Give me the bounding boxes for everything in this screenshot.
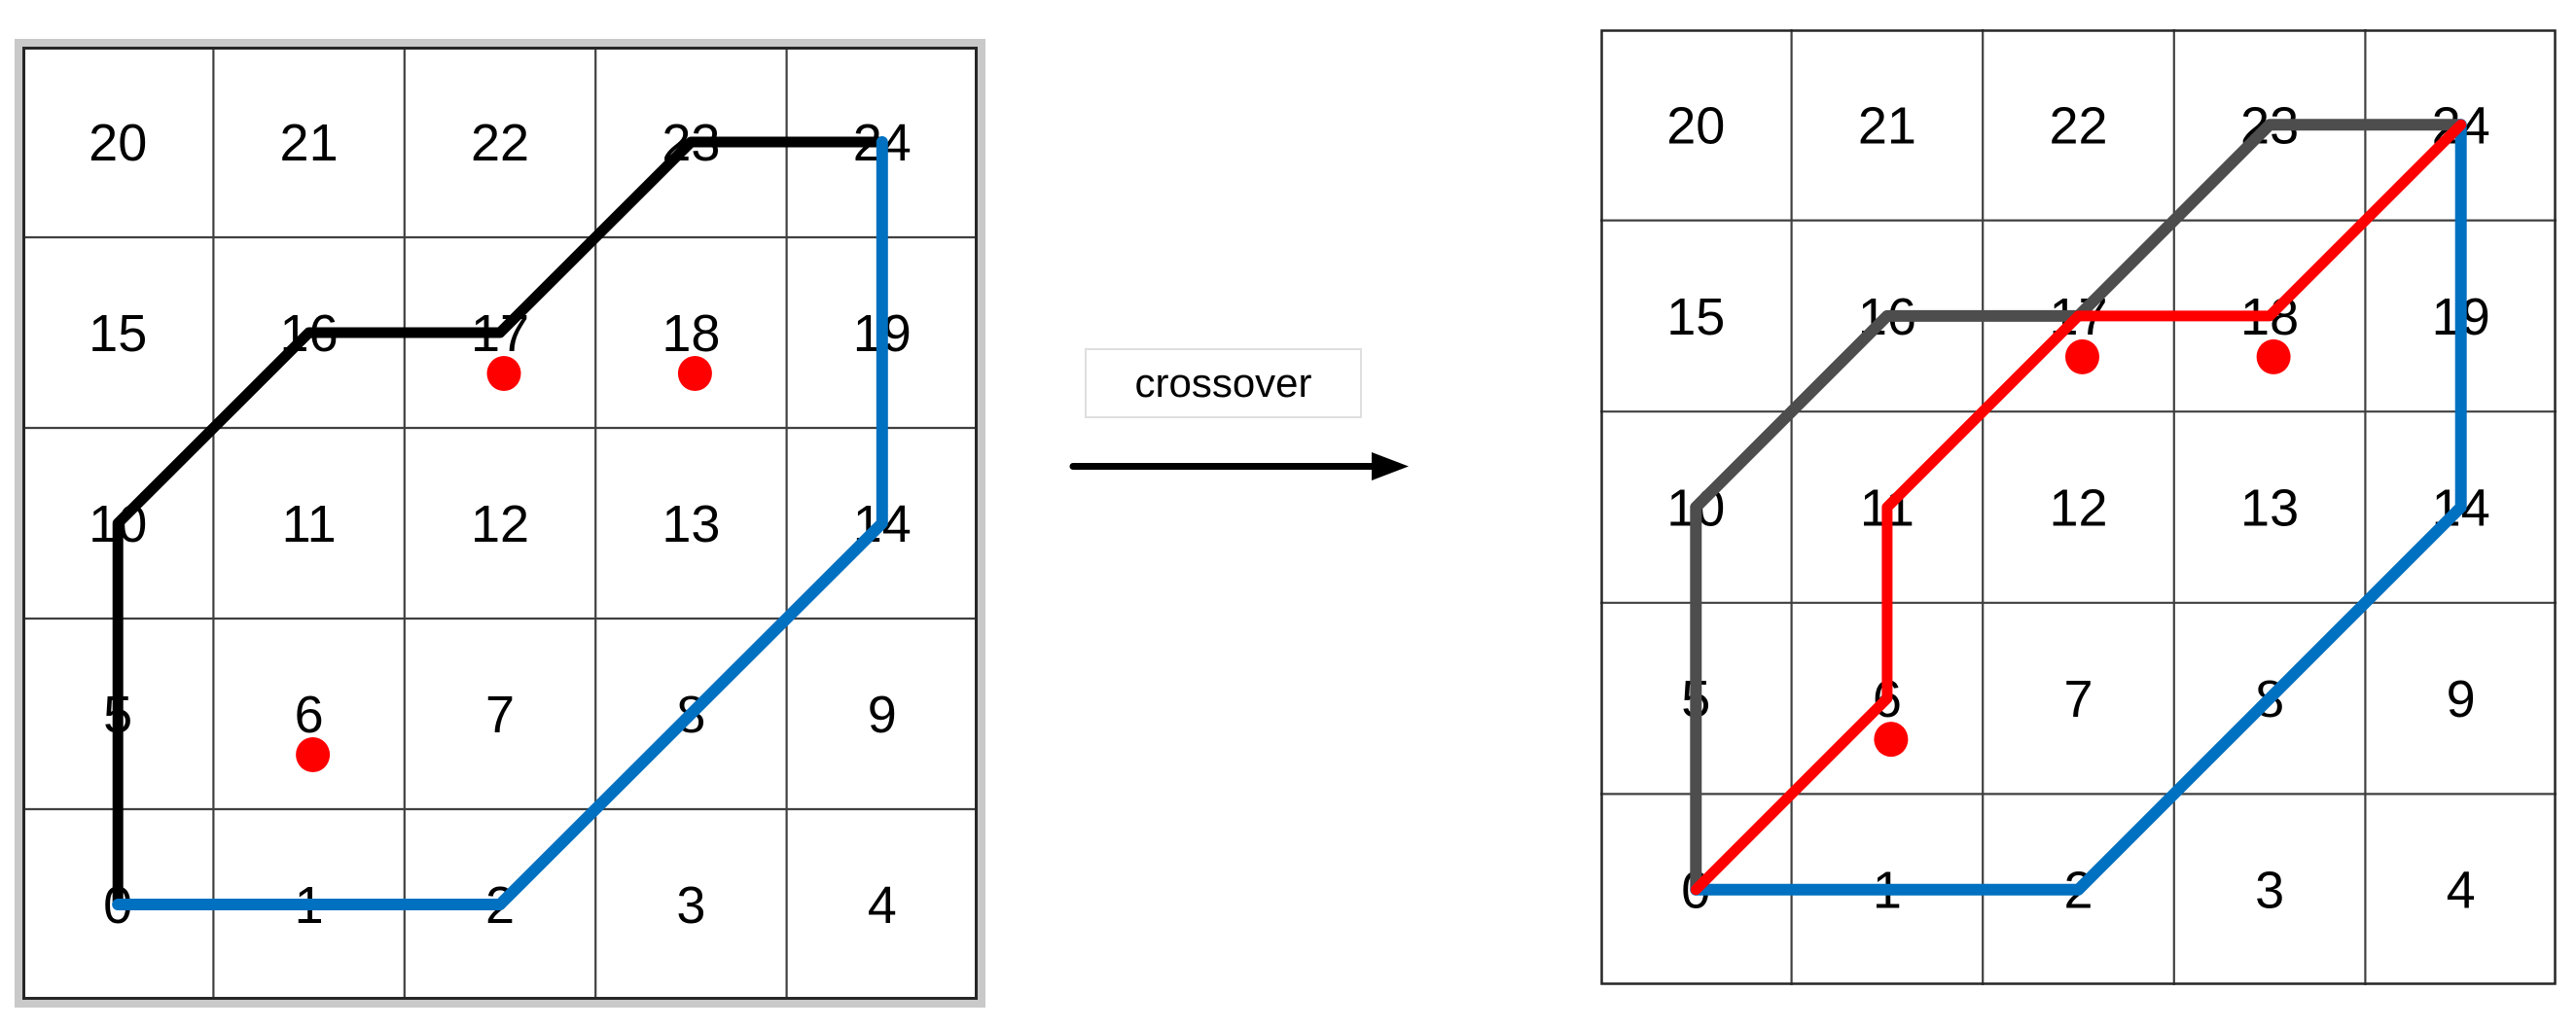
- cell-number-20: 20: [1666, 96, 1725, 155]
- cell-number-13: 13: [2240, 479, 2299, 538]
- cell-number-15: 15: [89, 304, 147, 363]
- obstacle-dot-cell-6: [1874, 722, 1909, 758]
- obstacle-dot-cell-18: [677, 356, 712, 391]
- cell-number-7: 7: [485, 686, 515, 744]
- cell-number-21: 21: [1858, 96, 1916, 155]
- cell-number-21: 21: [280, 114, 339, 172]
- crossover-arrow: [1069, 452, 1409, 480]
- cell-number-12: 12: [2049, 479, 2107, 538]
- cell-number-18: 18: [662, 304, 720, 363]
- cell-number-4: 4: [2447, 862, 2476, 920]
- cell-number-11: 11: [282, 495, 337, 553]
- cell-number-9: 9: [2447, 670, 2476, 728]
- crossover-label: crossover: [1134, 360, 1312, 406]
- parent2-path: [112, 136, 888, 910]
- parent2-path: [1690, 119, 2467, 896]
- cell-number-13: 13: [662, 495, 720, 553]
- obstacle-dot-cell-6: [296, 737, 331, 772]
- cell-number-6: 6: [295, 686, 324, 744]
- obstacle-dot-cell-17: [486, 356, 521, 391]
- cell-number-22: 22: [471, 114, 529, 172]
- cell-number-4: 4: [868, 876, 897, 935]
- cell-number-22: 22: [2049, 96, 2107, 155]
- grid-border: [1600, 29, 2557, 985]
- offspring-path: [1690, 119, 2467, 896]
- cell-number-15: 15: [1666, 288, 1725, 346]
- cell-number-3: 3: [2255, 862, 2284, 920]
- grid-lines: [22, 47, 978, 1000]
- cell-number-20: 20: [89, 114, 147, 172]
- crossover-arrowhead-icon: [1372, 452, 1409, 480]
- grid-lines: [1600, 29, 2557, 985]
- cell-number-9: 9: [868, 686, 897, 744]
- parent1-path: [112, 136, 888, 910]
- grid-border: [22, 47, 978, 1000]
- crossover-label-box: crossover: [1085, 348, 1362, 418]
- obstacle-dot-cell-17: [2065, 338, 2099, 374]
- obstacle-dot-cell-18: [2256, 338, 2291, 374]
- cell-number-3: 3: [676, 876, 705, 935]
- cell-number-7: 7: [2063, 670, 2093, 728]
- cell-number-12: 12: [471, 495, 529, 553]
- parent1-path: [1690, 119, 2467, 896]
